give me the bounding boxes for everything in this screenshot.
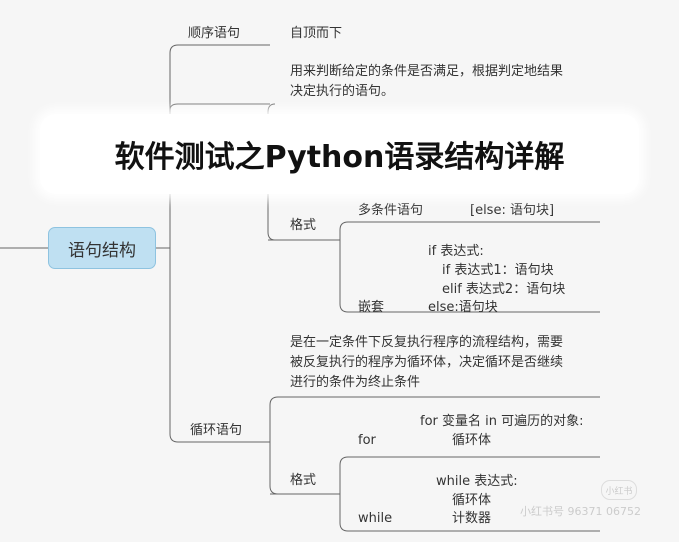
for-label[interactable]: for [358, 433, 376, 448]
connector-selection-sub [339, 221, 349, 313]
selection-desc-line1: 用来判断给定的条件是否满足，根据判定地结果 [290, 64, 564, 79]
nested-code-line3: elif 表达式2：语句块 [442, 282, 566, 297]
loop-format-label[interactable]: 格式 [290, 473, 317, 488]
title-banner: 软件测试之Python语录结构详解 [40, 114, 639, 194]
loop-desc-line2: 被反复执行的程序为循环体，决定循环是否继续 [290, 355, 564, 370]
sequence-label[interactable]: 顺序语句 [188, 26, 241, 41]
connector-loop-bracket [269, 396, 279, 495]
selection-desc-line2: 决定执行的语句。 [290, 84, 395, 99]
nested-code-line2: if 表达式1：语句块 [442, 263, 554, 278]
while-code-line2: 循环体 [452, 493, 492, 508]
nested-code-line1: if 表达式: [428, 244, 484, 259]
loop-desc-line1: 是在一定条件下反复执行程序的流程结构，需要 [290, 335, 564, 350]
while-code-line1: while 表达式: [436, 474, 518, 489]
nested-label[interactable]: 嵌套 [358, 300, 385, 315]
nested-code-line4: else:语句块 [428, 300, 498, 315]
connector-main-trunk [169, 44, 179, 443]
multi-condition-else: [else: 语句块] [470, 203, 555, 218]
sequence-desc: 自顶而下 [290, 26, 343, 41]
loop-desc: 是在一定条件下反复执行程序的流程结构，需要 被反复执行的程序为循环体，决定循环是… [290, 333, 563, 393]
loop-desc-line3: 进行的条件为终止条件 [290, 375, 421, 390]
for-code-line1: for 变量名 in 可遍历的对象: [420, 414, 584, 429]
connector-selection [169, 103, 270, 111]
watermark-badge: 小红书 [601, 480, 637, 500]
root-label: 语句结构 [68, 240, 136, 261]
loop-label[interactable]: 循环语句 [190, 423, 243, 438]
multi-condition-label[interactable]: 多条件语句 [358, 203, 424, 218]
selection-desc: 用来判断给定的条件是否满足，根据判定地结果 决定执行的语句。 [290, 62, 563, 102]
selection-format-label[interactable]: 格式 [290, 218, 317, 233]
while-label[interactable]: while [358, 511, 393, 526]
for-code-line2: 循环体 [452, 433, 492, 448]
root-node[interactable]: 语句结构 [48, 227, 156, 269]
banner-title: 软件测试之Python语录结构详解 [114, 140, 565, 175]
connector-loop-sub [339, 456, 349, 532]
watermark-text: 小红书号 96371 06752 [520, 505, 641, 518]
while-code-line3: 计数器 [452, 511, 492, 526]
